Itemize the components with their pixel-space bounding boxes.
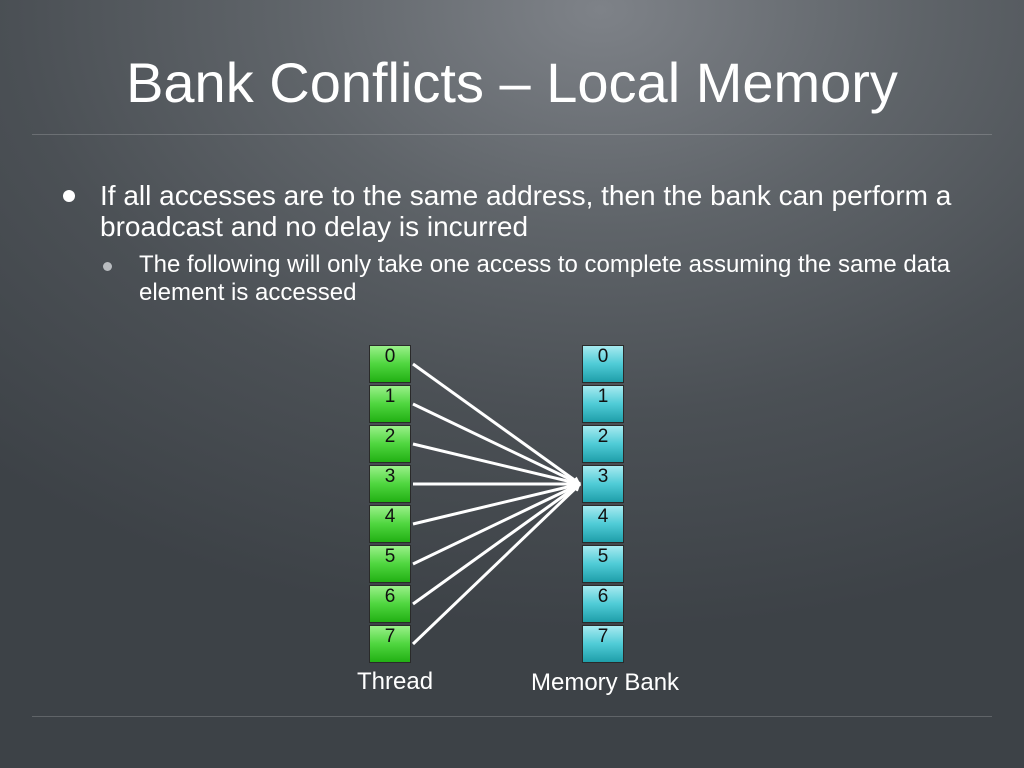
access-arrow xyxy=(412,481,581,526)
access-arrow xyxy=(412,362,581,486)
memory-bank-column: 0 1 2 3 4 5 6 7 xyxy=(582,345,624,665)
sub-bullet-dot xyxy=(103,262,112,271)
access-arrow xyxy=(412,482,581,566)
bullet-dot xyxy=(63,190,75,202)
bank-cell: 1 xyxy=(582,385,624,423)
access-arrow xyxy=(412,482,581,606)
access-arrow xyxy=(412,442,581,487)
thread-cell: 1 xyxy=(369,385,411,423)
footer-divider xyxy=(32,716,992,717)
thread-cell: 0 xyxy=(369,345,411,383)
thread-cell: 4 xyxy=(369,505,411,543)
thread-cell: 6 xyxy=(369,585,411,623)
thread-cell: 5 xyxy=(369,545,411,583)
access-arrow xyxy=(412,402,581,486)
thread-cell: 7 xyxy=(369,625,411,663)
bank-cell: 7 xyxy=(582,625,624,663)
slide-title: Bank Conflicts – Local Memory xyxy=(126,51,898,114)
access-arrow xyxy=(411,482,582,646)
bank-cell: 0 xyxy=(582,345,624,383)
bank-cell: 2 xyxy=(582,425,624,463)
bank-cell: 4 xyxy=(582,505,624,543)
memory-bank-label: Memory Bank xyxy=(531,669,680,696)
bank-cell: 3 xyxy=(582,465,624,503)
bullet-level-1: If all accesses are to the same address,… xyxy=(100,180,952,242)
thread-cell: 2 xyxy=(369,425,411,463)
thread-cell: 3 xyxy=(369,465,411,503)
bullet-level-2: The following will only take one access … xyxy=(139,251,951,306)
thread-label: Thread xyxy=(357,668,434,695)
title-divider xyxy=(32,134,992,135)
thread-column: 0 1 2 3 4 5 6 7 xyxy=(369,345,411,665)
bank-cell: 6 xyxy=(582,585,624,623)
bank-cell: 5 xyxy=(582,545,624,583)
